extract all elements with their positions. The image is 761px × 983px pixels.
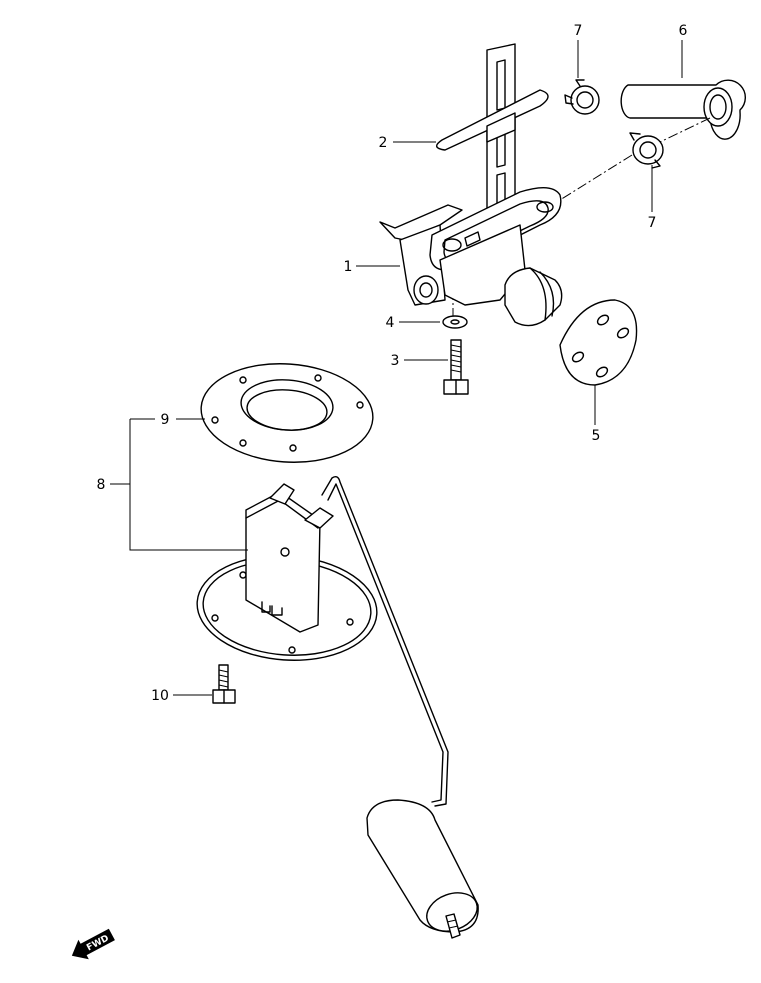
callout-7-upper: 7 (574, 23, 583, 39)
clamp-part-7-upper (564, 79, 600, 115)
screw-part-10 (212, 664, 236, 704)
callout-4: 4 (386, 315, 395, 331)
callout-9: 9 (161, 412, 170, 428)
callout-7-lower: 7 (648, 215, 657, 231)
hose-part-6 (620, 79, 747, 140)
callout-10: 10 (151, 688, 169, 704)
callout-2: 2 (379, 135, 388, 151)
callout-5: 5 (592, 428, 601, 444)
washer-part-4 (442, 315, 468, 329)
cover-plate-part-5 (559, 299, 638, 386)
screw-part-3 (443, 339, 469, 395)
gasket-ring-part-9 (200, 363, 374, 463)
callout-6: 6 (679, 23, 688, 39)
gasket-part-2 (436, 89, 549, 151)
fwd-arrow-icon: FWD (71, 928, 115, 960)
fuel-gauge-part-8 (196, 475, 479, 939)
fuel-cock-part-1 (379, 43, 563, 327)
callout-3: 3 (391, 353, 400, 369)
callout-1: 1 (344, 259, 353, 275)
clamp-part-7-lower (629, 132, 664, 169)
callout-8: 8 (97, 477, 106, 493)
